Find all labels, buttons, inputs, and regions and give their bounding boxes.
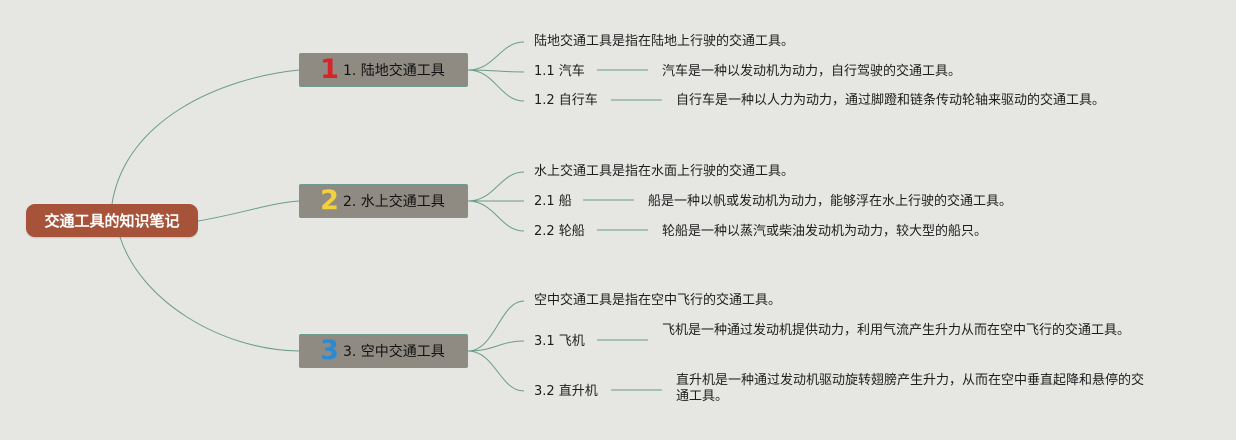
connector-1-1 [467,69,525,73]
root-label: 交通工具的知识笔记 [44,212,180,230]
connector-3-def [467,300,525,352]
connector-root-branch-2 [197,200,300,222]
connector-2-def [467,171,525,202]
number-1-icon: 1 [320,54,339,85]
connector-3-2 [467,350,525,392]
sub-item-desc[interactable]: 船是一种以帆或发动机为动力，能够浮在水上行驶的交通工具。 [648,194,1013,209]
branch-node-land[interactable]: 1 1. 陆地交通工具 [299,53,468,87]
root-node[interactable]: 交通工具的知识笔记 [26,204,198,237]
sub-item-desc[interactable]: 自行车是一种以人力为动力，通过脚蹬和链条传动轮轴来驱动的交通工具。 [676,93,1106,108]
sub-item-label[interactable]: 3.2 直升机 [534,384,598,399]
sub-item-label[interactable]: 2.1 船 [534,194,572,209]
sub-item-label[interactable]: 2.2 轮船 [534,224,585,239]
sub-item-label[interactable]: 3.1 飞机 [534,334,585,349]
connector-1-def [467,41,525,71]
sub-item-desc[interactable]: 直升机是一种通过发动机驱动旋转翅膀产生升力，从而在空中垂直起降和悬停的交通工具。 [676,373,1145,404]
connector-3-1 [467,340,525,352]
number-2-icon: 2 [320,185,339,216]
sub-item-label[interactable]: 1.1 汽车 [534,64,585,79]
connector-root-branch-1 [111,69,300,205]
connector-root-branch-3 [119,236,300,352]
connector-1-2 [467,69,525,102]
definition-text[interactable]: 水上交通工具是指在水面上行驶的交通工具。 [534,164,795,179]
branch-label: 3. 空中交通工具 [343,344,445,360]
branch-label: 2. 水上交通工具 [343,194,445,210]
number-3-icon: 3 [320,335,339,366]
sub-item-desc[interactable]: 飞机是一种通过发动机提供动力，利用气流产生升力从而在空中飞行的交通工具。 [662,323,1131,338]
definition-text[interactable]: 陆地交通工具是指在陆地上行驶的交通工具。 [534,34,795,49]
sub-item-label[interactable]: 1.2 自行车 [534,93,598,108]
branch-node-air[interactable]: 3 3. 空中交通工具 [299,334,468,368]
connector-2-2 [467,200,525,232]
sub-item-desc[interactable]: 汽车是一种以发动机为动力，自行驾驶的交通工具。 [662,64,962,79]
sub-item-desc[interactable]: 轮船是一种以蒸汽或柴油发动机为动力，较大型的船只。 [662,224,988,239]
definition-text[interactable]: 空中交通工具是指在空中飞行的交通工具。 [534,293,782,308]
branch-node-water[interactable]: 2 2. 水上交通工具 [299,184,468,218]
branch-label: 1. 陆地交通工具 [343,63,445,79]
